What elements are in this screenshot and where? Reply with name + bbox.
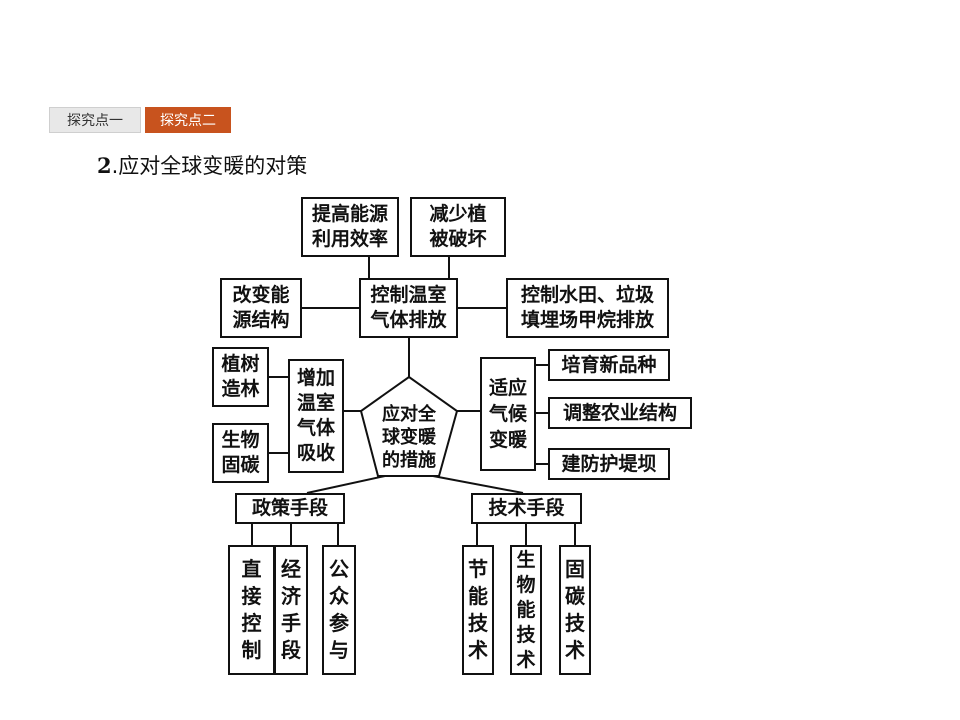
node-control-methane: 控制水田、垃圾 填埋场甲烷排放	[506, 278, 669, 338]
tab-bar: 探究点一 探究点二	[49, 107, 231, 133]
node-build-dikes: 建防护堤坝	[548, 448, 670, 480]
heading-number: 2	[97, 153, 112, 178]
measures-diagram: 应对全 球变暖 的措施 提高能源 利用效率 减少植 被破坏 改变能 源结构 控制…	[210, 197, 696, 678]
connector-tech	[432, 475, 524, 494]
tab-inquiry-1[interactable]: 探究点一	[49, 107, 141, 133]
node-new-varieties: 培育新品种	[548, 349, 670, 381]
node-policy-means: 政策手段	[235, 493, 345, 524]
section-heading: 2.应对全球变暖的对策	[97, 150, 307, 180]
node-reduce-veg-damage: 减少植 被破坏	[410, 197, 506, 257]
center-label: 应对全 球变暖 的措施	[382, 404, 436, 471]
node-energy-saving-tech: 节 能 技 术	[462, 545, 494, 675]
node-afforestation: 植树 造林	[212, 347, 269, 407]
heading-text: .应对全球变暖的对策	[111, 154, 308, 178]
connector-policy	[306, 475, 386, 494]
node-adjust-agriculture: 调整农业结构	[548, 397, 692, 429]
node-carbon-fixing-tech: 固 碳 技 术	[559, 545, 591, 675]
tab-inquiry-2[interactable]: 探究点二	[145, 107, 231, 133]
node-energy-efficiency: 提高能源 利用效率	[301, 197, 399, 257]
node-adapt-warming: 适应 气候 变暖	[480, 357, 536, 471]
node-economic-means: 经 济 手 段	[274, 545, 308, 675]
node-change-energy-structure: 改变能 源结构	[220, 278, 302, 338]
node-bioenergy-tech: 生 物 能 技 术	[510, 545, 542, 675]
node-tech-means: 技术手段	[471, 493, 582, 524]
node-bio-carbon-fixing: 生物 固碳	[212, 423, 269, 483]
node-increase-absorption: 增加 温室 气体 吸收	[288, 359, 344, 473]
diagram-connectors	[251, 257, 576, 545]
node-public-participation: 公 众 参 与	[322, 545, 356, 675]
center-pentagon	[359, 375, 459, 477]
node-control-emissions: 控制温室 气体排放	[359, 278, 458, 338]
node-direct-control: 直 接 控 制	[228, 545, 275, 675]
